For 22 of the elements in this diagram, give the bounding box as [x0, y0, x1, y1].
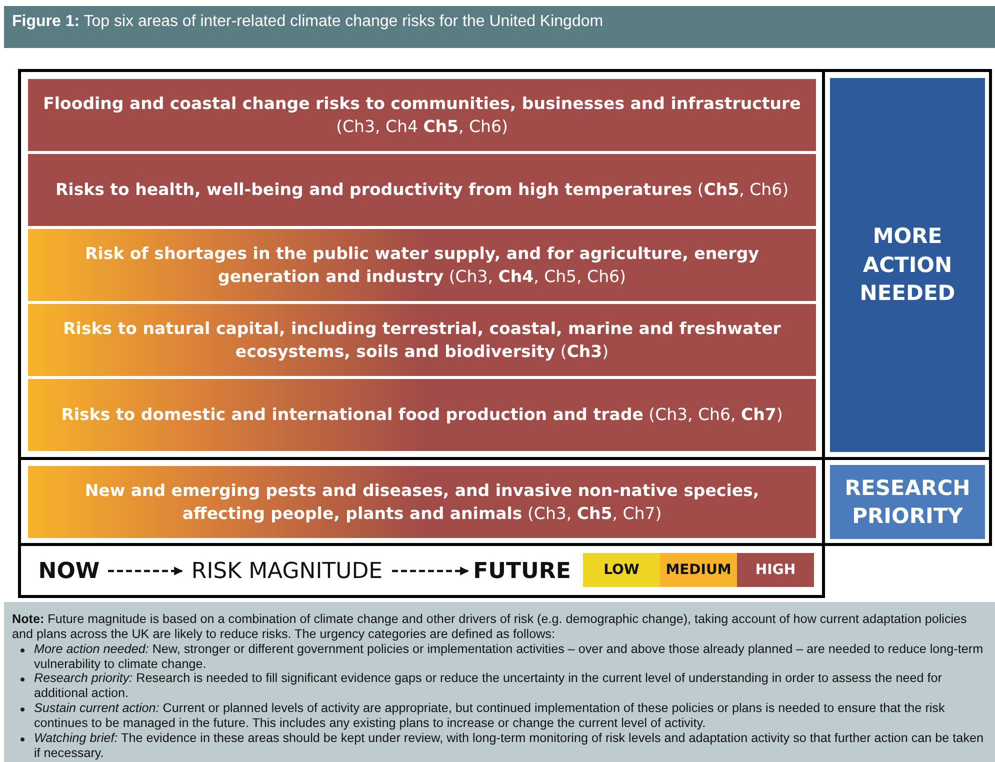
timeline-label: NOW	[34, 556, 104, 586]
risk-row: Risks to health, well-being and productivity from high temperatures (Ch5, Ch6)	[27, 153, 817, 227]
note-bullet-text: Research priority: Research is needed to fill significant evidence gaps or reduce the uncertainty in the current level of understanding in order to assess the need for additional action.	[34, 671, 942, 700]
note-bullet-text: Sustain current action: Current or planned levels of activity are appropriate, but continued implementation of these policies or plans is needed to ensure that the risk continues to be managed in the future. This includes any existing plans to increase or change the current level of activity.	[34, 701, 945, 730]
risk-row: Flooding and coastal change risks to communities, businesses and infrastructure (Ch3, Ch4 Ch5, Ch6)	[27, 78, 817, 152]
timeline-label: RISK MAGNITUDE	[186, 556, 388, 586]
dashed-arrow	[108, 566, 183, 576]
figure-title: Figure 1: Top six areas of inter-related climate change risks for the United Kingdom	[12, 13, 604, 31]
note-paragraph: Note: Future magnitude is based on a combination of climate change and other drivers of risk (e.g. demographic change), taking account of how current adaptation policies and plans across the UK are likely to reduce risks. The urgency categories are defined as follows:	[12, 612, 968, 642]
note-bullet-text: More action needed: New, stronger or different government policies or implementation activities – over and above those already planned – are needed to reduce long-term vulnerability to climate change.	[34, 642, 984, 671]
urgency-panel: RESEARCH PRIORITY	[830, 465, 985, 539]
risk-row: Risks to natural capital, including terrestrial, coastal, marine and freshwater ecosystems, soils and biodiversity (Ch3)	[27, 303, 817, 377]
timeline-label: FUTURE	[472, 556, 572, 586]
note-bullet-text: Watching brief: The evidence in these areas should be kept under review, with long-term monitoring of risk levels and adaptation activity so that further action can be taken if necessary.	[34, 730, 984, 760]
urgency-panel: MORE ACTION NEEDED	[830, 78, 985, 452]
dashed-arrow	[392, 566, 469, 576]
risk-row: Risk of shortages in the public water supply, and for agriculture, energy generation and industry (Ch3, Ch4, Ch5, Ch6)	[27, 228, 817, 302]
risk-row: Risks to domestic and international food production and trade (Ch3, Ch6, Ch7)	[27, 378, 817, 452]
risk-row: New and emerging pests and diseases, and invasive non-native species, affecting people, plants and animals (Ch3, Ch5, Ch7)	[27, 465, 817, 539]
legend-swatch: HIGH	[737, 553, 814, 587]
legend-swatch: MEDIUM	[660, 553, 737, 587]
legend-swatch: LOW	[583, 553, 660, 587]
